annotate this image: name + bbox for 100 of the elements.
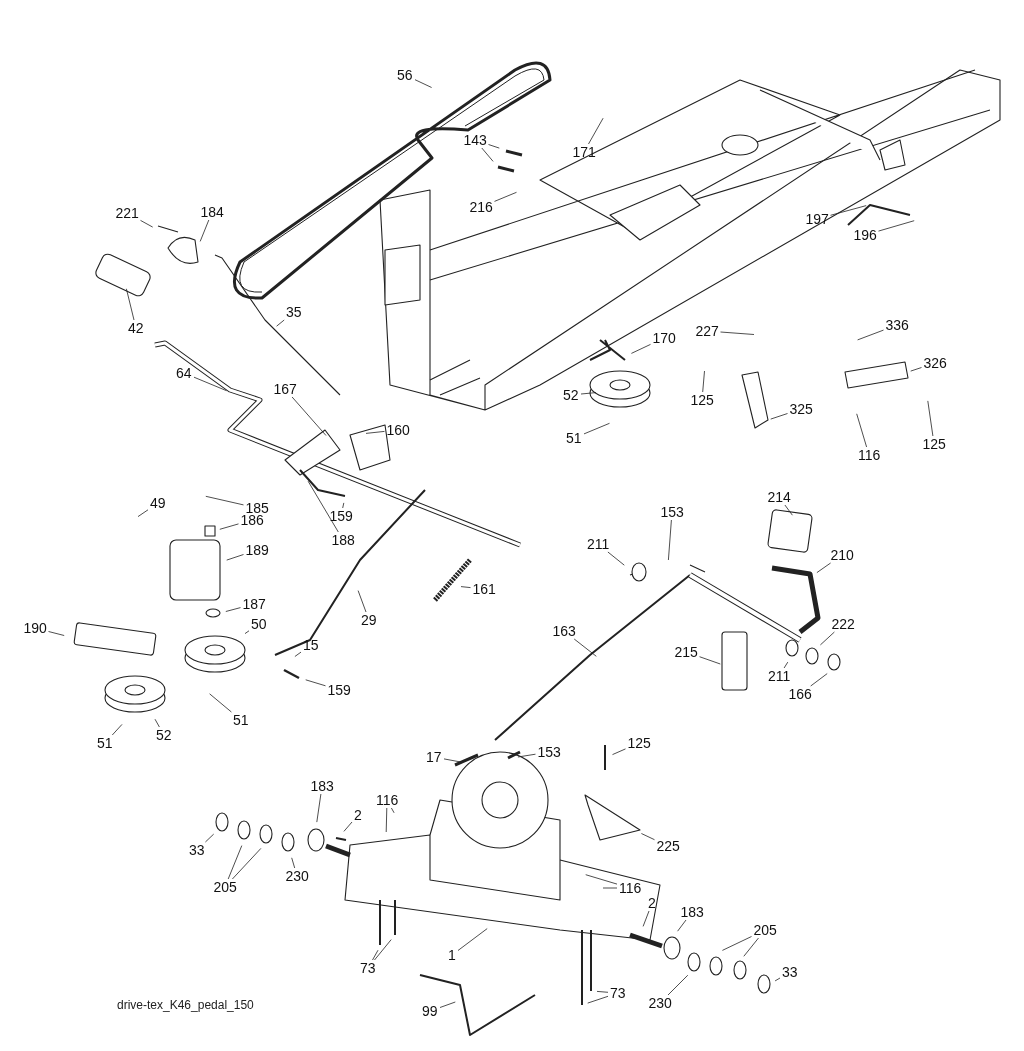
leader-line: [307, 480, 339, 533]
leader-line: [343, 821, 353, 832]
callout-number: 167: [272, 381, 298, 397]
callout-number: 2: [647, 895, 657, 911]
callout-number: 211: [767, 668, 792, 684]
leader-line: [774, 977, 781, 982]
callout-number: 50: [250, 616, 268, 632]
leader-line: [587, 995, 609, 1004]
leader-line: [357, 590, 367, 613]
leader-line: [291, 396, 327, 436]
leader-line: [488, 144, 500, 149]
leader-line: [699, 656, 721, 665]
callout-number: 143: [462, 132, 488, 148]
leader-line: [226, 554, 244, 561]
leader-line: [232, 848, 262, 880]
callout-number: 116: [375, 792, 400, 808]
leader-line: [291, 857, 296, 869]
leader-line: [391, 807, 395, 814]
callout-number: 188: [330, 532, 356, 548]
leader-line: [193, 376, 227, 392]
leader-line: [641, 833, 655, 841]
leader-line: [810, 673, 828, 687]
leader-line: [372, 949, 379, 961]
leader-line: [316, 793, 322, 823]
callout-number: 116: [618, 880, 643, 896]
callout-number: 325: [788, 401, 814, 417]
callout-number: 221: [114, 205, 140, 221]
leader-line: [816, 562, 831, 573]
leader-line: [573, 638, 597, 657]
callout-number: 116: [857, 447, 882, 463]
leader-line: [770, 413, 788, 420]
callout-number: 73: [359, 960, 377, 976]
callout-number: 211: [586, 536, 611, 552]
callout-number: 210: [829, 547, 855, 563]
leader-line: [588, 117, 604, 145]
leader-line: [722, 936, 752, 951]
callout-number: 205: [212, 879, 238, 895]
leader-line: [439, 1001, 456, 1008]
callout-number: 171: [571, 144, 597, 160]
callout-number: 183: [679, 904, 705, 920]
callout-number: 56: [396, 67, 414, 83]
callout-number: 17: [425, 749, 443, 765]
leader-line: [111, 724, 123, 736]
leader-line: [342, 502, 345, 509]
callout-number: 197: [804, 211, 830, 227]
callout-number: 49: [149, 495, 167, 511]
leader-line: [414, 79, 432, 88]
callout-number: 51: [96, 735, 114, 751]
callout-number: 196: [852, 227, 878, 243]
callout-number: 52: [562, 387, 580, 403]
callout-number: 159: [328, 508, 354, 524]
callout-number: 161: [471, 581, 497, 597]
leader-line: [927, 400, 934, 437]
leader-line: [830, 205, 867, 216]
callout-number: 42: [127, 320, 145, 336]
leader-line: [209, 693, 232, 713]
callout-number: 29: [360, 612, 378, 628]
callout-number: 190: [22, 620, 48, 636]
leader-line: [494, 191, 517, 202]
leader-line: [48, 631, 65, 636]
leader-line: [631, 344, 651, 354]
leader-line: [585, 874, 618, 885]
leader-line: [702, 370, 705, 393]
callout-number: 184: [199, 204, 225, 220]
callout-number: 35: [285, 304, 303, 320]
callout-number: 166: [787, 686, 813, 702]
callout-number: 189: [244, 542, 270, 558]
callout-number: 125: [626, 735, 652, 751]
leader-line: [126, 288, 135, 321]
leader-line: [583, 422, 610, 435]
leader-line: [305, 679, 326, 687]
leader-line: [642, 910, 650, 927]
leader-line: [154, 718, 160, 728]
callout-number: 15: [302, 637, 320, 653]
leader-line: [517, 753, 536, 758]
leader-line: [294, 651, 302, 657]
callout-number: 183: [309, 778, 335, 794]
leader-line: [365, 431, 385, 434]
leader-line: [205, 833, 215, 843]
leader-line: [743, 937, 759, 957]
callout-number: 326: [922, 355, 948, 371]
leader-line: [607, 551, 625, 566]
callout-number: 205: [752, 922, 778, 938]
leader-line: [820, 631, 835, 646]
leader-line: [199, 219, 210, 242]
callout-number: 225: [655, 838, 681, 854]
leader-line: [612, 748, 626, 755]
leader-line: [244, 630, 250, 634]
callout-number: 125: [921, 436, 947, 452]
leader-line: [219, 523, 239, 530]
leader-line: [227, 845, 243, 880]
callout-number: 99: [421, 1003, 439, 1019]
leader-line: [460, 586, 471, 588]
callout-number: 336: [884, 317, 910, 333]
callout-number: 222: [830, 616, 856, 632]
callout-number: 64: [175, 365, 193, 381]
leader-line: [140, 220, 154, 228]
leader-line: [385, 807, 388, 833]
leader-line: [856, 413, 867, 448]
leader-line: [205, 495, 244, 506]
